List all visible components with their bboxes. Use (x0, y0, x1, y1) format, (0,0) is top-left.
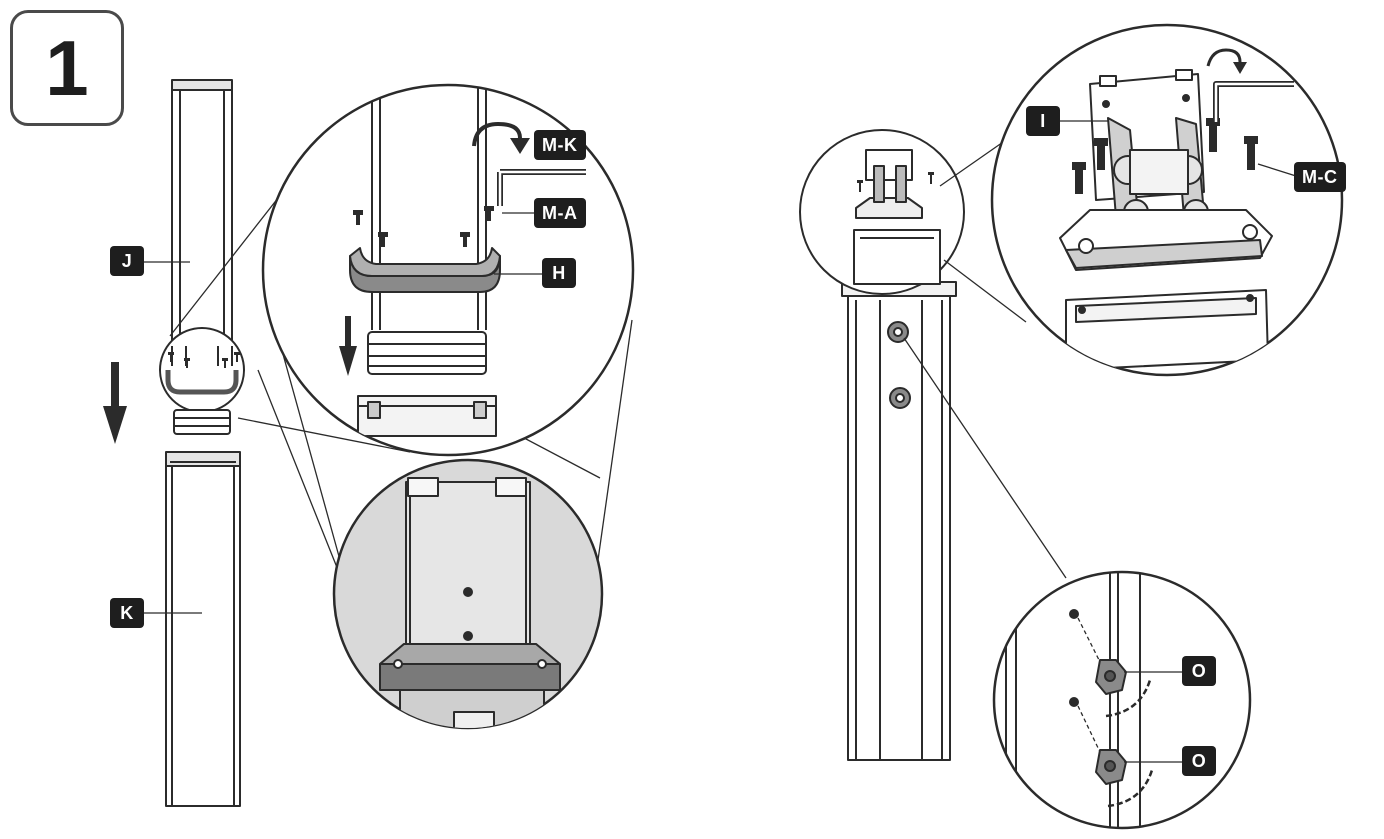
head-detail (1059, 69, 1273, 371)
label-i: I (1026, 106, 1060, 136)
tube-k (165, 451, 241, 807)
label-k: K (110, 598, 144, 628)
tube-j (171, 79, 233, 345)
step-number: 1 (10, 10, 124, 126)
screw-icon (857, 172, 934, 192)
bracket-detail (349, 85, 501, 437)
down-arrow-icon (339, 316, 357, 376)
label-m-k: M-K (534, 130, 586, 160)
detail-circle-knobs (992, 570, 1252, 830)
label-o-upper: O (1182, 656, 1216, 686)
collar (173, 409, 231, 435)
screw-icon (168, 352, 240, 368)
screw-icon (353, 206, 494, 247)
rotate-arrow-icon (472, 122, 530, 154)
detail-circle-head (990, 23, 1344, 377)
down-arrow-icon (103, 362, 127, 444)
label-h: H (542, 258, 576, 288)
profile-column (841, 281, 957, 761)
magnifier-leader-knob (903, 337, 1067, 579)
detail-circle-small (159, 327, 245, 413)
label-j: J (110, 246, 144, 276)
knob-icon (1095, 659, 1127, 785)
label-o-lower: O (1182, 746, 1216, 776)
head-small (853, 149, 941, 285)
rotate-arrow-icon (1206, 48, 1247, 74)
label-m-c: M-C (1294, 162, 1346, 192)
profile-detail (379, 477, 561, 728)
knob-icon (887, 321, 911, 409)
label-m-a: M-A (534, 198, 586, 228)
label-leaders (142, 120, 1297, 763)
